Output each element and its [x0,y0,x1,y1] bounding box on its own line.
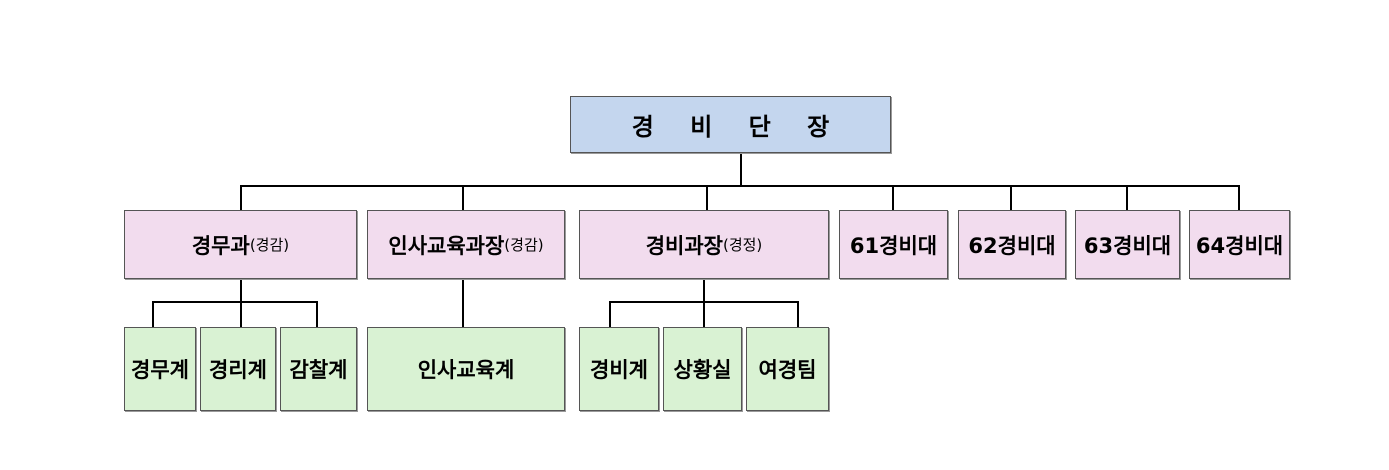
connector-unit-3 [316,301,318,327]
unit-box-gamchalgye: 감찰계 [280,327,357,411]
division-label: 64경비대 [1195,233,1284,258]
division-box-gyeongbi: 경비과장(경정) [579,210,829,279]
unit-box-gyeongbigye: 경비계 [579,327,659,411]
division-box-gyeongmu: 경무과(경감) [124,210,357,279]
division-label: 62경비대 [968,233,1056,258]
connector-division-1 [240,185,242,210]
division-rank: (경감) [249,236,290,254]
division-rank: (경감) [504,236,544,254]
unit-box-yeogyeongtim: 여경팀 [746,327,829,411]
division-box-62: 62경비대 [958,210,1066,279]
division-label: 61경비대 [849,233,938,258]
connector-division-3 [706,185,708,210]
division-box-64: 64경비대 [1189,210,1290,279]
connector-unit-5 [609,301,611,327]
connector-unit-1 [152,301,154,327]
connector-division-4 [892,185,894,210]
division-label: 인사교육과장 [388,233,505,258]
division-label: 경비과장 [645,233,723,258]
connector-unit-6 [703,301,705,327]
unit-label: 경비계 [590,358,648,382]
unit-label: 상황실 [673,358,732,382]
connector-division-6 [1126,185,1128,210]
root-box: 경 비 단 장 [570,96,891,153]
connector-division-bus [240,185,1240,187]
root-label: 경 비 단 장 [631,113,844,141]
connector-gyeongbi-down [703,278,705,302]
connector-division-5 [1010,185,1012,210]
connector-insa-down [462,278,464,327]
unit-label: 인사교육계 [417,358,515,382]
connector-division-2 [462,185,464,210]
unit-label: 경무계 [131,358,189,382]
connector-division-7 [1238,185,1240,210]
connector-unit-2 [240,301,242,327]
unit-box-sanghwangsil: 상황실 [663,327,742,411]
connector-unit-7 [797,301,799,327]
division-rank: (경정) [722,236,763,254]
division-box-insa: 인사교육과장(경감) [367,210,565,279]
unit-label: 여경팀 [758,358,817,382]
division-box-61: 61경비대 [839,210,948,279]
unit-label: 감찰계 [289,358,348,382]
unit-box-gyeongrigye: 경리계 [200,327,276,411]
division-label: 63경비대 [1083,233,1172,258]
connector-gyeongmu-bus [152,301,318,303]
division-label: 경무과 [191,233,250,258]
unit-label: 경리계 [209,358,267,382]
unit-box-gyeongmugye: 경무계 [124,327,196,411]
unit-box-insagyoyukgye: 인사교육계 [367,327,565,411]
division-box-63: 63경비대 [1075,210,1180,279]
connector-gyeongmu-down [240,278,242,302]
connector-root-down [740,153,742,186]
